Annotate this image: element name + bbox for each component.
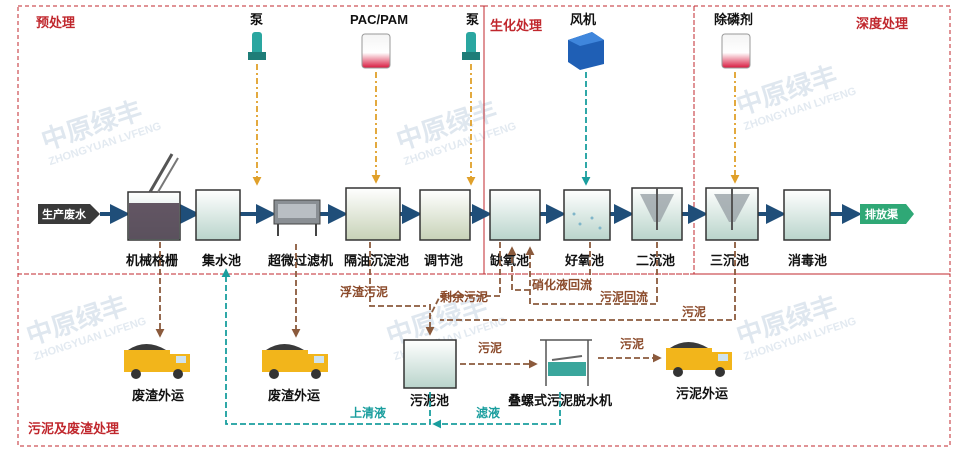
pac-pam-label: PAC/PAM [350, 12, 408, 27]
blower-label: 风机 [570, 12, 596, 27]
liquid-return [221, 268, 561, 429]
supernatant-label: 上清液 [350, 405, 386, 420]
phosphorus-label: 除磷剂 [714, 12, 753, 27]
filtrate-label: 滤液 [476, 405, 500, 420]
unit-label-regulate: 调节池 [424, 253, 463, 268]
pump1-icon [248, 32, 266, 60]
unit-label-oil-settle: 隔油沉淀池 [344, 253, 409, 268]
excess-sludge-label: 剩余污泥 [440, 289, 488, 304]
sludge-tank [403, 339, 457, 389]
sludge-label-a: 污泥 [682, 304, 706, 319]
svg-text:污泥回流: 污泥回流 [600, 289, 648, 304]
truck-icon [666, 342, 732, 377]
inlet-tag: 生产废水 [38, 204, 100, 224]
grille-unit [127, 153, 181, 241]
section-title-biochemical: 生化处理 [490, 18, 542, 33]
regulate-tank [419, 189, 471, 241]
advanced-frame [693, 5, 951, 275]
outlet-tag: 排放渠 [860, 204, 914, 224]
unit-label-second-clarifier: 二沉池 [636, 253, 675, 268]
second-clarifier [631, 187, 683, 241]
nitrification-return: 硝化液回流 [507, 242, 592, 292]
microfilter-machine [273, 199, 321, 236]
pump2-label: 泵 [466, 12, 479, 27]
pump1-label: 泵 [250, 12, 263, 27]
anoxic-tank [489, 189, 541, 241]
sludge-transport-label: 污泥外运 [676, 386, 728, 401]
aerobic-tank [563, 189, 611, 241]
third-clarifier [705, 187, 759, 241]
sludge-return: 污泥回流 [525, 242, 658, 305]
unit-label-aerobic: 好氧池 [564, 253, 604, 268]
svg-text:生产废水: 生产废水 [42, 207, 87, 221]
unit-label-third-clarifier: 三沉池 [710, 253, 749, 268]
truck-icon [262, 344, 328, 379]
pac-pam-bucket-icon [361, 33, 391, 69]
unit-label-disinfect: 消毒池 [788, 253, 827, 268]
dewater-machine [540, 339, 592, 386]
pump2-icon [462, 32, 480, 60]
watermark: 中原绿丰 ZHONGYUAN LVFENG [733, 290, 858, 363]
dosing-lines [252, 64, 740, 186]
sludge-tank-label: 污泥池 [410, 393, 449, 408]
sludge-lines [155, 242, 736, 338]
waste-transport-label-1: 废渣外运 [132, 388, 184, 403]
sludge-label-b: 污泥 [478, 340, 502, 355]
watermark: 中原绿丰 ZHONGYUAN LVFENG [733, 60, 858, 133]
unit-label-grille: 机械格栅 [126, 253, 178, 268]
oil-settle-tank [345, 187, 401, 241]
section-title-advanced: 深度处理 [856, 16, 908, 31]
disinfect-tank [783, 189, 831, 241]
blower-icon [568, 32, 604, 70]
watermark: 中原绿丰 ZHONGYUAN LVFENG [38, 95, 163, 168]
section-frames [17, 5, 951, 447]
dewater-label: 叠螺式污泥脱水机 [508, 393, 612, 408]
svg-text:硝化液回流: 硝化液回流 [532, 277, 592, 292]
waste-transport-label-2: 废渣外运 [268, 388, 320, 403]
watermark: 中原绿丰 ZHONGYUAN LVFENG [393, 95, 518, 168]
sludge-frame [17, 273, 951, 447]
floating-sludge-label: 浮渣污泥 [340, 284, 388, 299]
collect-tank [195, 189, 241, 241]
section-title-pretreatment: 预处理 [36, 15, 75, 30]
unit-label-anoxic: 缺氧池 [489, 253, 529, 268]
section-title-sludge: 污泥及废渣处理 [28, 421, 119, 436]
phosphorus-bucket-icon [721, 33, 751, 69]
unit-label-collect: 集水池 [201, 253, 241, 268]
truck-icon [124, 344, 190, 379]
sludge-label-c: 污泥 [620, 336, 644, 351]
unit-label-microfilter: 超微过滤机 [268, 253, 333, 268]
svg-text:排放渠: 排放渠 [865, 207, 899, 221]
